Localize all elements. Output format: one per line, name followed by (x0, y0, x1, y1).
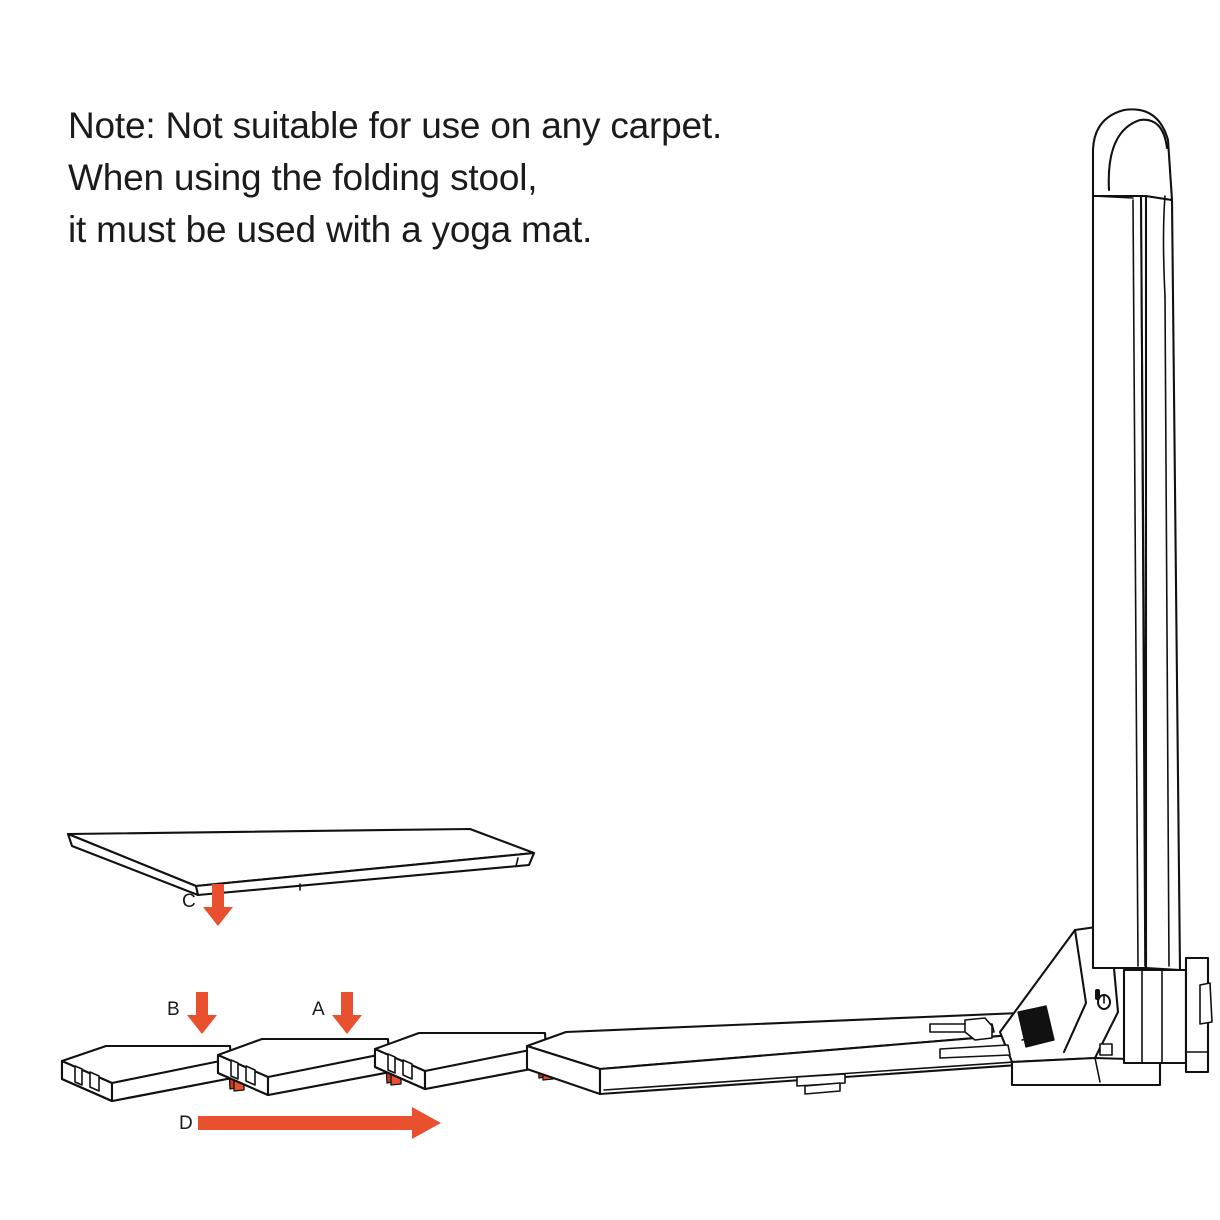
indicator-light (1095, 989, 1100, 1000)
note-line-2: When using the folding stool, (68, 157, 538, 198)
power-button[interactable] (1097, 994, 1111, 1010)
stool-panel-1 (60, 1044, 234, 1103)
step-label-a: A (312, 999, 325, 1020)
step-label-c: C (182, 891, 196, 912)
yoga-mat (66, 827, 536, 897)
treadmill-fold-joint (929, 923, 1162, 1087)
note-line-3: it must be used with a yoga mat. (68, 209, 593, 250)
step-label-d: D (179, 1113, 193, 1134)
post-hinge-barrel (1122, 956, 1213, 1074)
note-line-1: Note: Not suitable for use on any carpet… (68, 105, 723, 146)
handlebar-post (1091, 108, 1182, 972)
note-text-block: Note: Not suitable for use on any carpet… (68, 100, 888, 256)
stool-panel-2 (216, 1037, 392, 1097)
step-label-b: B (167, 999, 180, 1020)
deck-latch-slot (796, 1073, 846, 1095)
stool-panel-3 (373, 1031, 549, 1091)
